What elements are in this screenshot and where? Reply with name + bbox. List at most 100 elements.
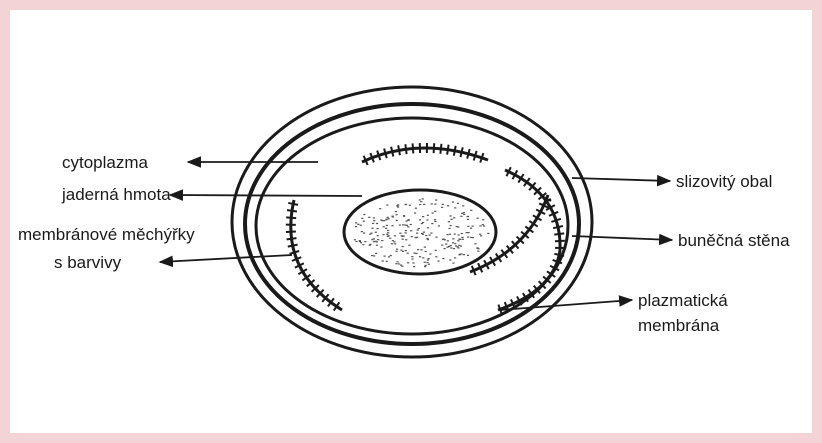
nucleoid-granule — [456, 226, 458, 227]
vesicle-tick — [288, 203, 298, 205]
nucleoid-granule — [411, 236, 413, 237]
nucleoid-granule — [429, 234, 431, 235]
nucleoid-granule — [383, 256, 385, 257]
nucleoid-granule — [360, 225, 362, 226]
nucleoid-granule — [477, 218, 479, 219]
vesicle-tick — [440, 144, 441, 154]
nucleoid-granules — [354, 198, 490, 267]
nucleoid-granule — [361, 218, 363, 219]
nucleoid-granule — [438, 225, 440, 226]
nucleoid-granule — [425, 265, 427, 266]
nucleoid-granule — [362, 244, 364, 245]
nucleoid-granule — [419, 204, 421, 205]
nucleoid-granule — [355, 241, 357, 242]
nucleoid-granule — [459, 254, 461, 255]
nucleoid-granule — [422, 198, 424, 199]
nucleoid-granule — [427, 258, 429, 259]
vesicle-tick — [554, 233, 564, 234]
vesicle-tick — [286, 231, 296, 232]
nucleoid-granule — [428, 264, 430, 265]
vesicle-tick — [384, 149, 387, 159]
nucleoid-granule — [425, 235, 427, 236]
vesicle-tick — [405, 144, 406, 154]
nucleoid-granule — [472, 225, 474, 226]
nucleoid-granule — [431, 223, 433, 224]
nucleoid-granule — [422, 216, 424, 217]
nucleoid-granule — [395, 214, 397, 215]
nucleoid-granule — [391, 225, 393, 226]
nucleoid-granule — [483, 225, 485, 226]
nucleoid-granule — [386, 234, 388, 235]
nucleoid-granule — [482, 219, 484, 220]
nucleoid-granule — [434, 203, 436, 204]
nucleoid-granule — [461, 237, 463, 238]
vesicle-tick — [286, 217, 296, 218]
nucleoid-granule — [435, 256, 437, 257]
nucleoid-granule — [400, 250, 402, 251]
nucleoid-granule — [414, 212, 416, 213]
nucleoid-granule — [419, 256, 421, 257]
nucleoid-granule — [482, 224, 484, 225]
nucleoid-granule — [447, 240, 449, 241]
nucleoid-granule — [452, 242, 454, 243]
nucleoid-granule — [410, 230, 412, 231]
nucleoid-granule — [369, 245, 371, 246]
nucleoid-granule — [397, 206, 399, 207]
nucleoid-granule — [405, 230, 407, 231]
nucleoid-granule — [449, 259, 451, 260]
nucleoid-granule — [373, 238, 375, 239]
label-plasma-membrane-line2: membrána — [638, 316, 720, 335]
nucleoid-granule — [400, 265, 402, 266]
nucleoid-granule — [449, 234, 451, 235]
nucleoid-granule — [411, 256, 413, 257]
slime-capsule-pointer — [572, 178, 670, 181]
nucleoid-granule — [388, 256, 390, 257]
nucleoid-granule — [445, 243, 447, 244]
nucleoid-granule — [408, 219, 410, 220]
nucleoid-granule — [427, 227, 429, 228]
label-slime-capsule: slizovitý obal — [676, 172, 772, 191]
nucleoid-granule — [388, 218, 390, 219]
nucleoid-granule — [411, 258, 413, 259]
nucleoid-granule — [454, 233, 456, 234]
nucleoid-granule — [375, 253, 377, 254]
nucleoid-granule — [415, 237, 417, 238]
slime-capsule-outline — [232, 87, 592, 357]
nucleoid-granule — [435, 250, 437, 251]
nucleoid-granule — [422, 257, 424, 258]
nucleoid-granule — [383, 226, 385, 227]
nucleoid-granule — [460, 246, 462, 247]
vesicle-tick — [287, 210, 297, 211]
nucleoid-granule — [389, 238, 391, 239]
nucleoid-granule — [387, 232, 389, 233]
nucleoid-granule — [405, 250, 407, 251]
vesicle-tick — [461, 147, 463, 157]
nucleoid-granule — [396, 249, 398, 250]
nucleoid-granule — [386, 204, 388, 205]
nucleoid-granule — [402, 246, 404, 247]
nucleoid-granule — [462, 239, 464, 240]
nucleoid-granule — [371, 228, 373, 229]
label-vesicles-line1: membránové měchýřky — [18, 225, 195, 244]
nucleoid-granule — [390, 255, 392, 256]
membrane-vesicles — [291, 148, 560, 310]
vesicle-tick — [553, 226, 563, 228]
nucleoid-granule — [404, 232, 406, 233]
nucleoid-granule — [373, 220, 375, 221]
nucleoid-granule — [426, 262, 428, 263]
nucleoid-granule — [385, 228, 387, 229]
cell-wall-pointer — [572, 236, 672, 240]
nucleoid-granule — [450, 245, 452, 246]
diagram-frame: cytoplazma jaderná hmota membránové měch… — [10, 10, 812, 433]
nucleoid-granule — [402, 251, 404, 252]
nucleoid-granule — [470, 228, 472, 229]
nucleoid-granule — [376, 241, 378, 242]
nucleoid-granule — [371, 255, 373, 256]
vesicle-tick — [398, 145, 400, 155]
nucleoid-granule — [404, 224, 406, 225]
nucleoid-granule — [423, 232, 425, 233]
nucleoid-granule — [363, 214, 365, 215]
nucleoid-granule — [419, 199, 421, 200]
nucleoid-granule — [401, 266, 403, 267]
nucleoid-granule — [359, 240, 361, 241]
